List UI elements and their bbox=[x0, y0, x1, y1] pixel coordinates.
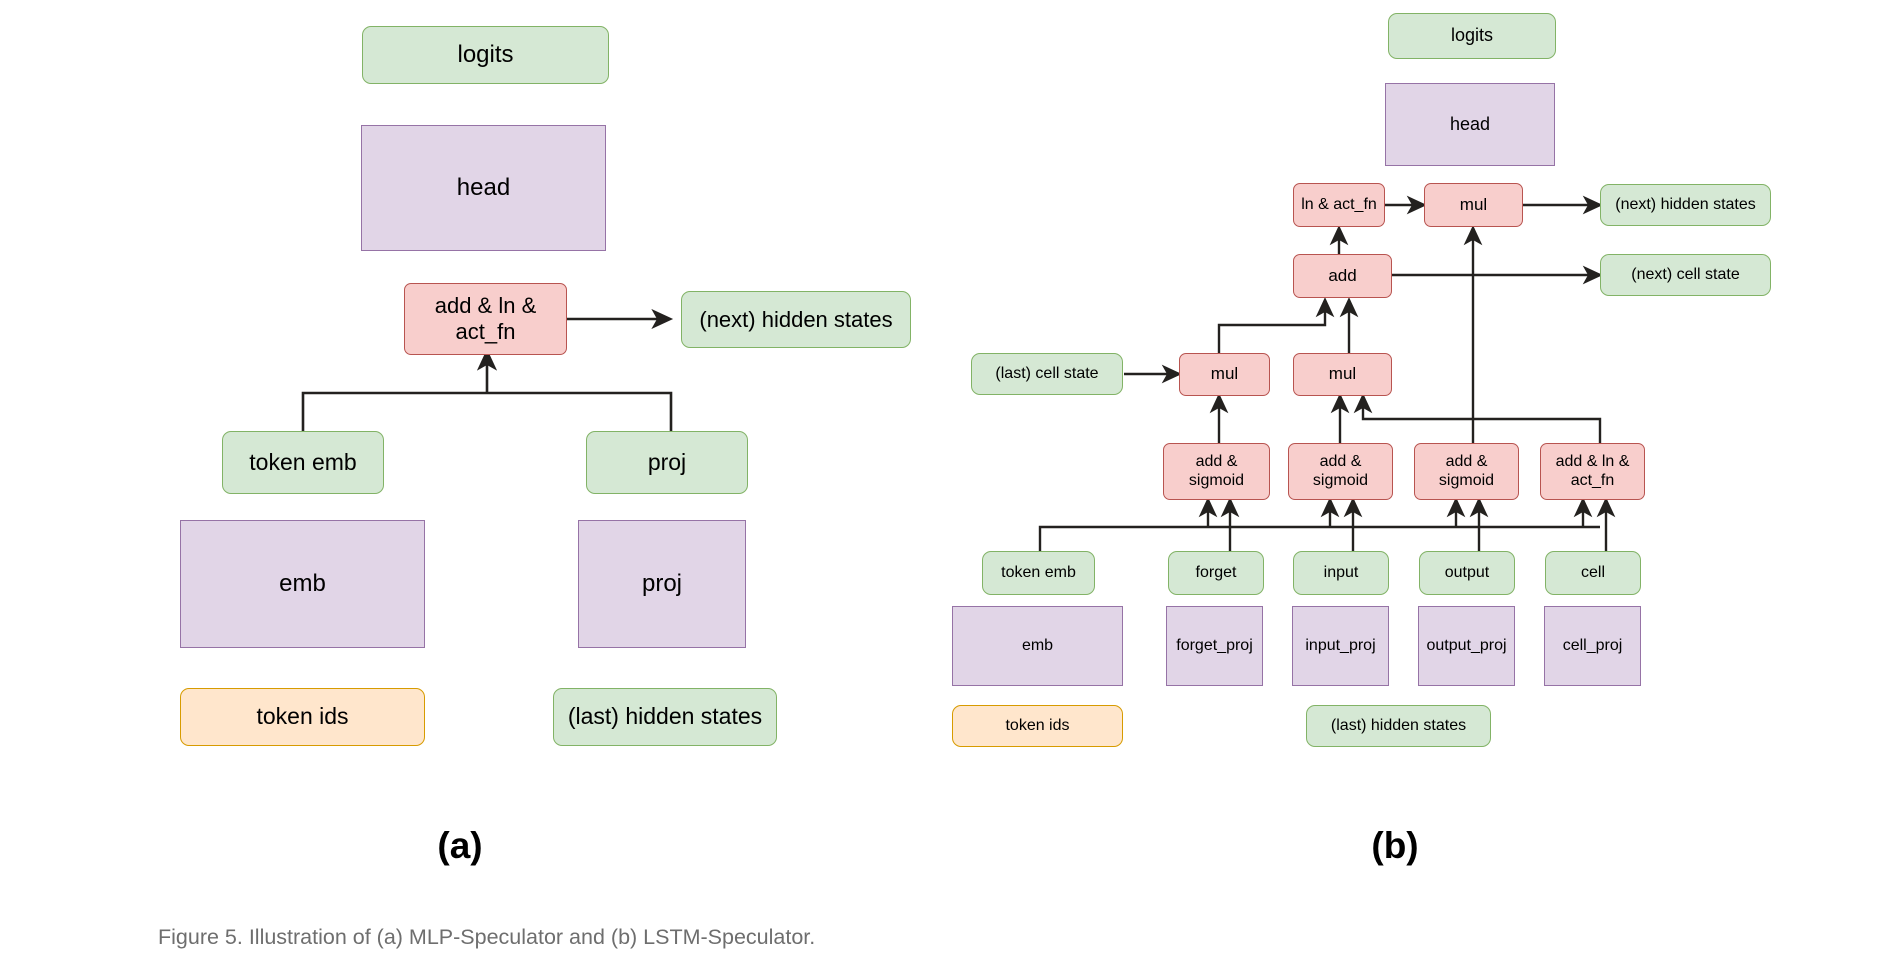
node-b-mul-forget: mul bbox=[1179, 353, 1270, 396]
node-b-token-ids: token ids bbox=[952, 705, 1123, 747]
node-b-forget-proj: forget_proj bbox=[1166, 606, 1263, 686]
node-b-add: add bbox=[1293, 254, 1392, 298]
node-b-gate-input: add & sigmoid bbox=[1288, 443, 1393, 500]
node-b-token-emb: token emb bbox=[982, 551, 1095, 595]
node-b-cell: cell bbox=[1545, 551, 1641, 595]
node-a-add-ln-act-fn: add & ln & act_fn bbox=[404, 283, 567, 355]
node-a-proj-tensor: proj bbox=[586, 431, 748, 494]
wire-b-tokenemb-bus bbox=[1038, 525, 1600, 551]
node-b-head: head bbox=[1385, 83, 1555, 166]
node-b-ln-act-fn: ln & act_fn bbox=[1293, 183, 1385, 227]
node-b-gate-output: add & sigmoid bbox=[1414, 443, 1519, 500]
panel-label-a: (a) bbox=[437, 825, 483, 866]
node-b-output: output bbox=[1419, 551, 1515, 595]
node-b-next-hidden-states: (next) hidden states bbox=[1600, 184, 1771, 226]
node-b-gate-cell: add & ln & act_fn bbox=[1540, 443, 1645, 500]
node-b-gate-forget: add & sigmoid bbox=[1163, 443, 1270, 500]
node-b-last-cell-state: (last) cell state bbox=[971, 353, 1123, 395]
node-b-input-proj: input_proj bbox=[1292, 606, 1389, 686]
node-b-last-hidden-states: (last) hidden states bbox=[1306, 705, 1491, 747]
node-b-emb: emb bbox=[952, 606, 1123, 686]
node-a-logits: logits bbox=[362, 26, 609, 84]
node-a-proj-module: proj bbox=[578, 520, 746, 648]
node-b-mul-input: mul bbox=[1293, 353, 1392, 396]
node-a-token-ids: token ids bbox=[180, 688, 425, 746]
node-b-mul-out: mul bbox=[1424, 183, 1523, 227]
node-a-emb: emb bbox=[180, 520, 425, 648]
wire-b-mulforget-to-add bbox=[1217, 297, 1335, 353]
node-a-head: head bbox=[361, 125, 606, 251]
node-a-token-emb: token emb bbox=[222, 431, 384, 494]
panel-label-b: (b) bbox=[1371, 825, 1419, 866]
node-b-cell-proj: cell_proj bbox=[1544, 606, 1641, 686]
node-b-logits: logits bbox=[1388, 13, 1556, 59]
node-b-next-cell-state: (next) cell state bbox=[1600, 254, 1771, 296]
node-b-input: input bbox=[1293, 551, 1389, 595]
wire-b-gatecell-to-mulinput bbox=[1353, 393, 1602, 443]
node-a-last-hidden-states: (last) hidden states bbox=[553, 688, 777, 746]
figure-caption: Figure 5. Illustration of (a) MLP-Specul… bbox=[158, 925, 816, 949]
node-b-output-proj: output_proj bbox=[1418, 606, 1515, 686]
node-a-next-hidden-states: (next) hidden states bbox=[681, 291, 911, 348]
node-b-forget: forget bbox=[1168, 551, 1264, 595]
